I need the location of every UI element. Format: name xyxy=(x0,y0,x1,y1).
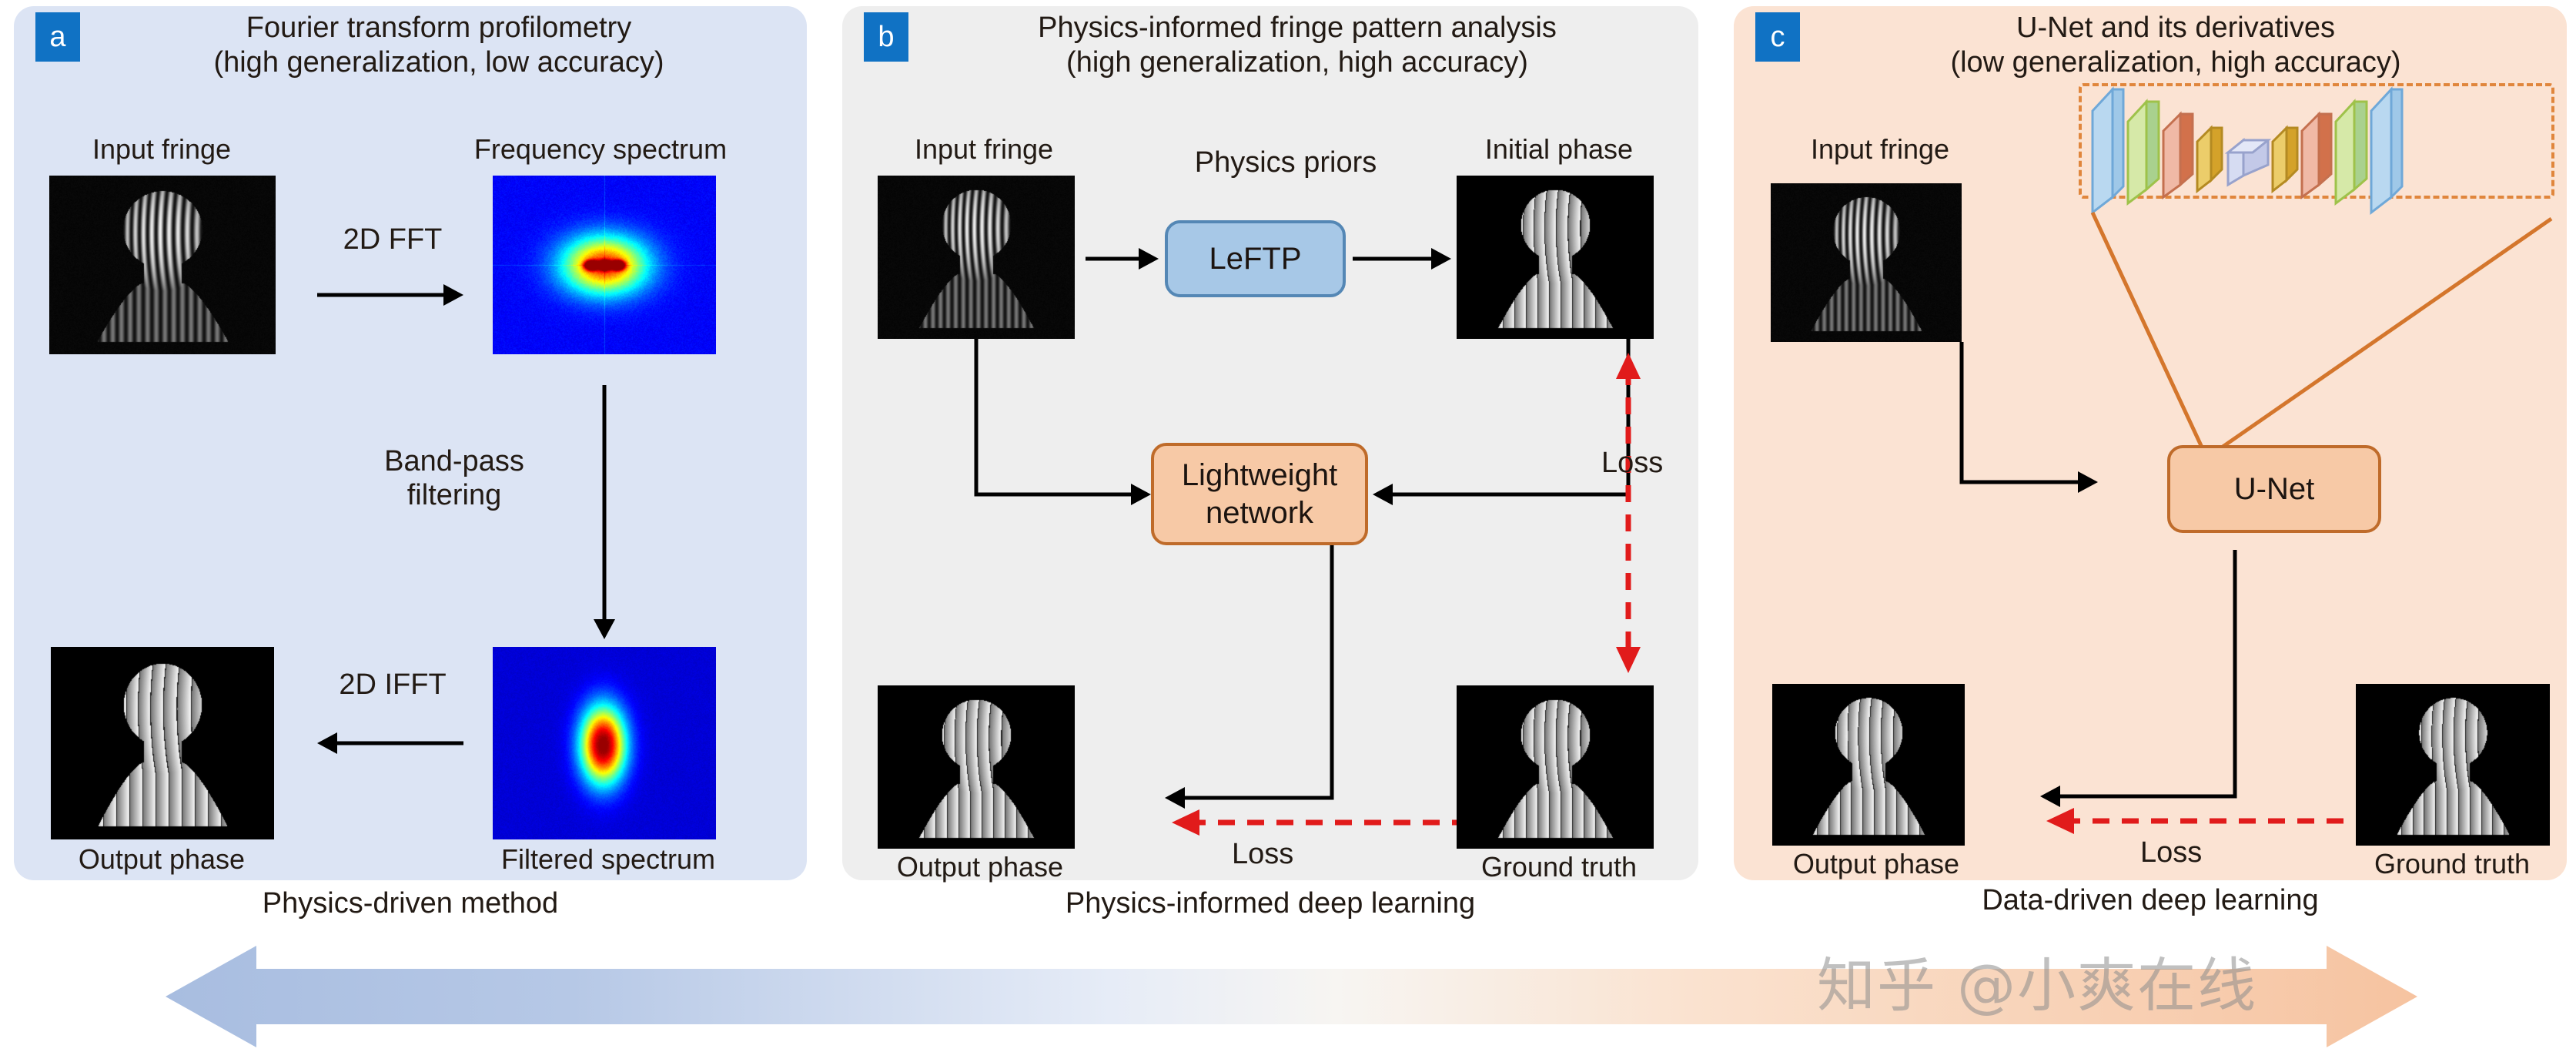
panel-a-label-output-phase: Output phase xyxy=(42,846,281,873)
panel-c-output-phase-image xyxy=(1772,684,1965,846)
panel-a-label-input-fringe: Input fringe xyxy=(42,136,281,163)
panel-c-caption: Data-driven deep learning xyxy=(1734,884,2567,917)
panel-a-input-fringe-image xyxy=(49,176,276,354)
panel-a-ifft-arrow xyxy=(317,732,463,755)
panel-b-caption: Physics-informed deep learning xyxy=(842,887,1698,920)
panel-c-loss-horizontal-label: Loss xyxy=(2140,836,2202,869)
panel-a-bandpass-label: Band-pass filtering xyxy=(339,445,570,512)
panel-a-label-frequency-spectrum: Frequency spectrum xyxy=(439,136,762,163)
panel-b-label-ground-truth: Ground truth xyxy=(1447,853,1671,881)
unet-architecture-blocks xyxy=(2093,89,2402,213)
panel-a-ifft-label: 2D IFFT xyxy=(300,668,485,702)
panel-a-frequency-spectrum-image xyxy=(493,176,716,354)
panel-c-label-ground-truth: Ground truth xyxy=(2340,850,2564,878)
panel-a-fft-arrow xyxy=(317,283,463,307)
watermark: 知乎 @小爽在线 xyxy=(1817,938,2257,1023)
panel-b-loss-horizontal-label: Loss xyxy=(1232,838,1293,871)
panel-b-ground-truth-image xyxy=(1457,685,1654,849)
panel-a-fft-label: 2D FFT xyxy=(308,223,477,257)
panel-c-unet-box: U-Net xyxy=(2167,445,2381,533)
panel-b-label-output-phase: Output phase xyxy=(868,853,1092,881)
panel-b-output-phase-image xyxy=(878,685,1075,849)
panel-a-output-phase-image xyxy=(51,647,274,839)
panel-a-filtered-spectrum-image xyxy=(493,647,716,839)
panel-a-caption: Physics-driven method xyxy=(14,887,807,920)
panel-a-title: Fourier transform profilometry (high gen… xyxy=(92,11,785,80)
panel-a-badge: a xyxy=(35,12,80,62)
panel-c-ground-truth-image xyxy=(2356,684,2550,846)
panel-a-label-filtered-spectrum: Filtered spectrum xyxy=(462,846,754,873)
panel-c-label-output-phase: Output phase xyxy=(1765,850,1988,878)
panel-b-loss-vertical-label: Loss xyxy=(1601,447,1663,480)
panel-a-bandpass-arrow xyxy=(593,385,616,639)
